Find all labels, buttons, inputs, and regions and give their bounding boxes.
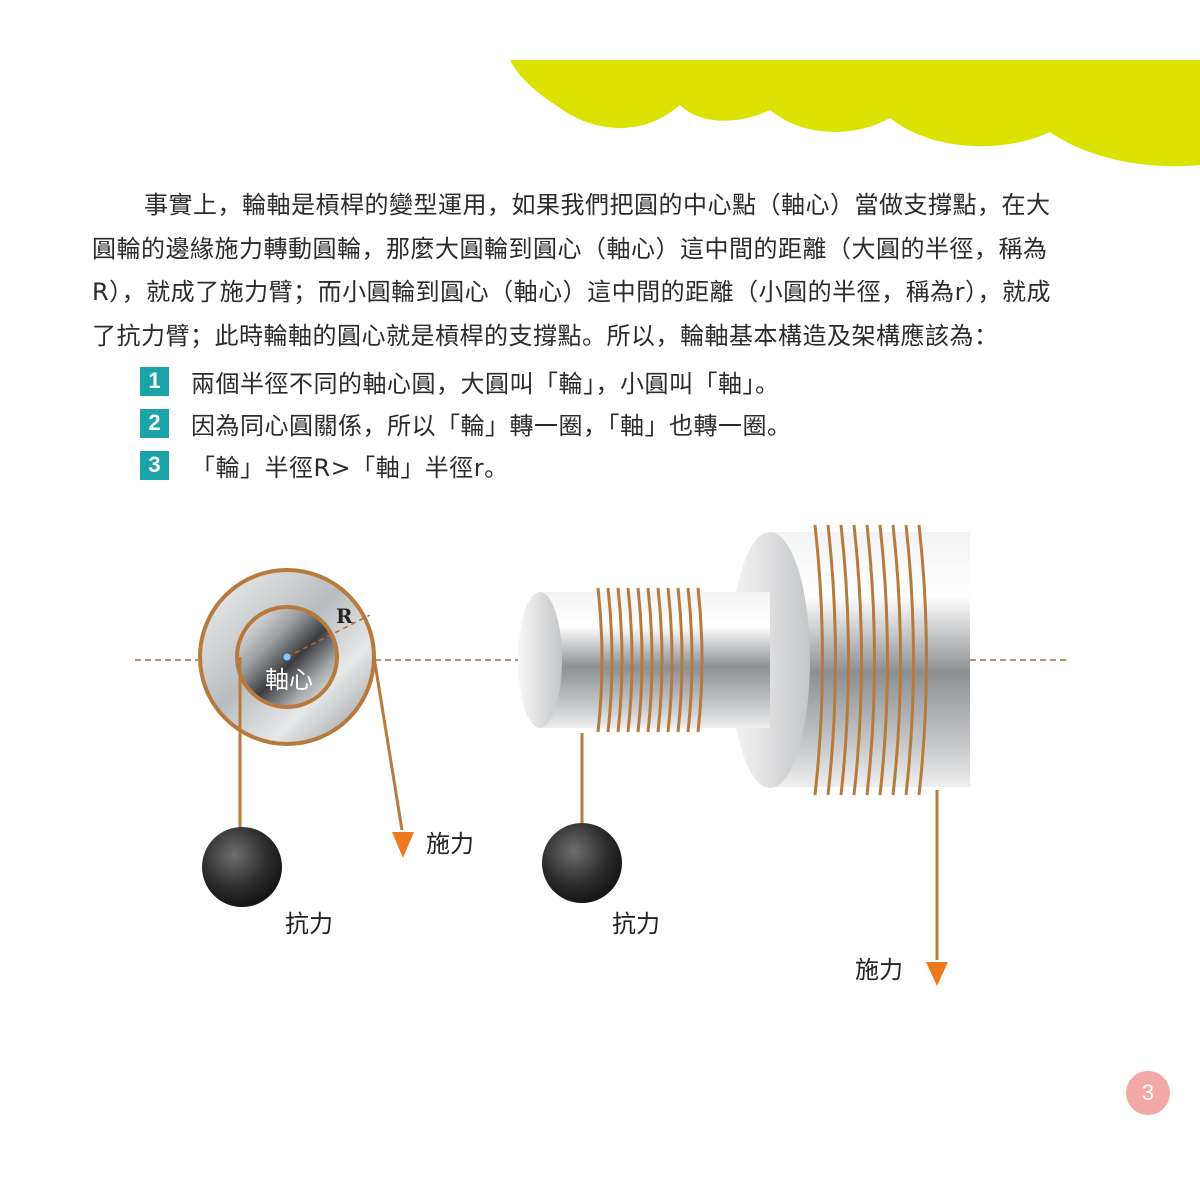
radius-label: R bbox=[336, 604, 353, 628]
paragraph-line: 了抗力臂；此時輪軸的圓心就是槓桿的支撐點。所以，輪軸基本構造及架構應該為： bbox=[92, 321, 999, 350]
number-badge: 2 bbox=[140, 408, 169, 438]
resistance-label: 抗力 bbox=[612, 910, 660, 938]
wheel-coil bbox=[813, 524, 928, 796]
page-number: 3 bbox=[1126, 1071, 1170, 1115]
center-dot bbox=[283, 653, 291, 661]
paragraph-line: 事實上，輪軸是槓桿的變型運用，如果我們把圓的中心點（軸心）當做支撐點，在大 bbox=[144, 191, 1051, 219]
resistance-weight bbox=[202, 827, 282, 907]
effort-arrow-icon bbox=[926, 962, 948, 986]
list-item-text: 「輪」半徑R>「軸」半徑r。 bbox=[191, 453, 509, 482]
radius-line bbox=[286, 614, 371, 658]
side-view: 抗力 施力 bbox=[518, 524, 1068, 986]
decorative-cloud bbox=[510, 60, 1200, 167]
axle-cylinder bbox=[540, 592, 770, 728]
list-item: 3 「輪」半徑R>「軸」半徑r。 bbox=[140, 444, 792, 486]
paragraph-line: R），就成了施力臂；而小圓輪到圓心（軸心）這中間的距離（小圓的半徑，稱為r），就… bbox=[92, 278, 1052, 306]
effort-arrow-icon bbox=[392, 832, 414, 858]
list-item-text: 兩個半徑不同的軸心圓，大圓叫「輪」，小圓叫「軸」。 bbox=[191, 369, 780, 398]
resistance-label: 抗力 bbox=[285, 910, 333, 938]
list-item: 2 因為同心圓關係，所以「輪」轉一圈，「軸」也轉一圈。 bbox=[140, 402, 792, 444]
axle-coil bbox=[596, 587, 704, 733]
wheel-axle-diagram: R 軸心 施力 抗力 bbox=[135, 524, 1068, 986]
effort-rope bbox=[372, 656, 404, 831]
paragraph-line: 圓輪的邊緣施力轉動圓輪，那麼大圓輪到圓心（軸心）這中間的距離（大圓的半徑，稱為 bbox=[92, 234, 1048, 263]
effort-label: 施力 bbox=[426, 830, 474, 858]
intro-paragraph: 事實上，輪軸是槓桿的變型運用，如果我們把圓的中心點（軸心）當做支撐點，在大 圓輪… bbox=[92, 184, 1122, 358]
axis-label: 軸心 bbox=[265, 666, 313, 694]
resistance-weight bbox=[542, 823, 622, 903]
list-item-text: 因為同心圓關係，所以「輪」轉一圈，「軸」也轉一圈。 bbox=[191, 411, 792, 440]
structure-list: 1 兩個半徑不同的軸心圓，大圓叫「輪」，小圓叫「軸」。 2 因為同心圓關係，所以… bbox=[140, 360, 792, 486]
number-badge: 3 bbox=[140, 450, 169, 480]
axle-face bbox=[518, 592, 562, 728]
list-item: 1 兩個半徑不同的軸心圓，大圓叫「輪」，小圓叫「軸」。 bbox=[140, 360, 792, 402]
effort-label: 施力 bbox=[855, 956, 903, 984]
front-view: R 軸心 施力 抗力 bbox=[135, 568, 545, 938]
number-badge: 1 bbox=[140, 366, 169, 396]
